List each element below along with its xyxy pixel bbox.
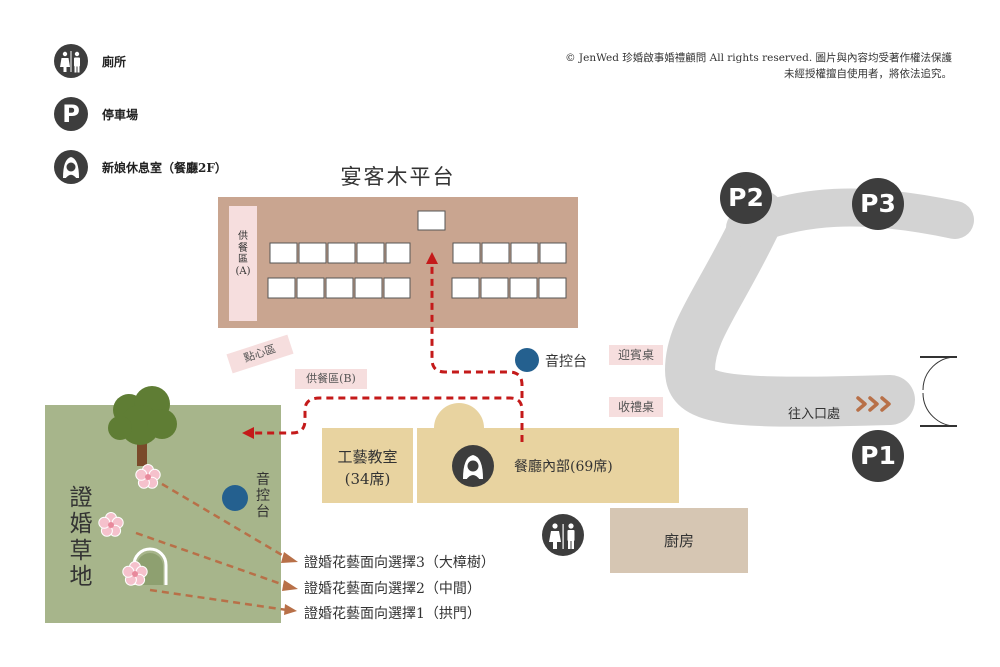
- chevron-icon: [856, 396, 891, 412]
- restroom-icon: [54, 44, 88, 78]
- ceremony-option-2[interactable]: 證婚花藝面向選擇2（中間）: [304, 581, 481, 597]
- arrowhead: [281, 552, 298, 563]
- legend-parking-label: 停車場: [102, 108, 139, 122]
- route-arrowhead: [426, 252, 438, 264]
- guest-table[interactable]: [354, 277, 383, 299]
- audio-console-dot[interactable]: [515, 348, 539, 372]
- copyright-line-1: © JenWed 珍婚啟事婚禮顧問 All rights reserved. 圖…: [565, 52, 952, 64]
- deck-title: 宴客木平台: [340, 165, 456, 189]
- legend-restroom-label: 廁所: [102, 55, 127, 69]
- guest-table[interactable]: [298, 242, 327, 264]
- guest-table[interactable]: [269, 242, 298, 264]
- buffet-a-char: 區: [238, 254, 248, 265]
- welcome-desk[interactable]: 迎賓桌: [609, 345, 663, 365]
- buffet-a-area: [229, 206, 257, 321]
- route-path: [255, 265, 524, 442]
- craft-room-seats: (34席): [344, 470, 391, 488]
- bride-icon: [54, 150, 88, 184]
- guest-table[interactable]: [510, 242, 539, 264]
- buffet-a-label: 供 餐 區 (A): [229, 231, 257, 277]
- ceremony-option-1[interactable]: 證婚花藝面向選擇1（拱門）: [304, 606, 481, 622]
- guest-table[interactable]: [385, 242, 411, 264]
- audio-console-lawn-label: 音 控 台: [254, 472, 272, 520]
- kitchen: [610, 508, 748, 573]
- guest-table[interactable]: [538, 277, 567, 299]
- craft-room: [322, 428, 413, 503]
- door-icon[interactable]: [920, 356, 958, 427]
- guest-table[interactable]: [356, 242, 385, 264]
- parking-icon: [54, 97, 88, 131]
- craft-room-name: 工藝教室: [337, 448, 398, 466]
- restaurant-label: 餐廳內部(69席): [514, 459, 613, 475]
- route-arrowhead: [242, 427, 254, 439]
- road: [665, 188, 974, 427]
- audio-console-dot-lawn[interactable]: [222, 485, 248, 511]
- guest-table[interactable]: [480, 277, 509, 299]
- guest-table[interactable]: [452, 242, 481, 264]
- copyright-line-2: 未經授權擅自使用者，將依法追究。: [784, 68, 952, 80]
- guest-table[interactable]: [267, 277, 296, 299]
- parking-marker-p2[interactable]: [720, 172, 772, 224]
- lawn-title-char: 草: [69, 537, 93, 564]
- craft-room-label: 工藝教室 (34席): [322, 446, 413, 490]
- guest-table[interactable]: [481, 242, 510, 264]
- guest-table[interactable]: [327, 242, 356, 264]
- restroom-icon: [542, 514, 584, 556]
- buffet-b-label: 供餐區(B): [295, 369, 367, 389]
- tree-icon: [108, 386, 177, 466]
- guest-table[interactable]: [296, 277, 325, 299]
- guest-table[interactable]: [325, 277, 354, 299]
- parking-icon-letter: P: [62, 100, 80, 128]
- audio-console-label: 音控台: [545, 354, 587, 370]
- buffet-a-char: 供: [238, 231, 248, 242]
- buffet-a-char: (A): [235, 265, 251, 277]
- blossom-icon: [135, 464, 161, 489]
- copyright-notice: © JenWed 珍婚啟事婚禮顧問 All rights reserved. 圖…: [565, 50, 952, 82]
- lawn-title-char: 婚: [69, 511, 93, 538]
- deck-tables: [267, 242, 567, 299]
- bride-icon: [452, 445, 494, 487]
- lawn-title-char: 證: [69, 485, 93, 511]
- arrowhead: [282, 580, 298, 591]
- parking-label-p3: P3: [860, 189, 896, 218]
- audio-console-char: 音: [256, 472, 270, 488]
- guest-table[interactable]: [451, 277, 480, 299]
- ceremony-arrows: [135, 482, 288, 612]
- kitchen-label: 廚房: [663, 532, 694, 550]
- ceremony-option-3[interactable]: 證婚花藝面向選擇3（大樟樹）: [304, 555, 495, 571]
- lawn-title-char: 地: [69, 564, 93, 591]
- gift-desk[interactable]: 收禮桌: [609, 397, 663, 417]
- ceremony-lawn: [45, 405, 281, 623]
- guest-table[interactable]: [383, 277, 411, 299]
- entrance-label: 往入口處: [788, 407, 841, 422]
- parking-marker-p3[interactable]: [852, 178, 904, 230]
- audio-console-char: 控: [256, 488, 270, 505]
- parking-label-p1: P1: [860, 441, 896, 470]
- blossom-icon: [122, 561, 148, 586]
- parking-marker-p1[interactable]: [852, 430, 904, 482]
- legend-bride-room-label: 新娘休息室（餐廳2F）: [102, 161, 227, 175]
- lawn-title: 證 婚 草 地: [66, 485, 96, 591]
- head-table[interactable]: [417, 210, 446, 231]
- guest-table[interactable]: [539, 242, 567, 264]
- buffet-a-char: 餐: [238, 242, 248, 254]
- parking-label-p2: P2: [728, 183, 764, 212]
- blossom-icon: [98, 512, 124, 537]
- audio-console-char: 台: [256, 504, 270, 521]
- guest-table[interactable]: [509, 277, 538, 299]
- arrowhead: [284, 604, 297, 615]
- restaurant-dome: [434, 403, 484, 428]
